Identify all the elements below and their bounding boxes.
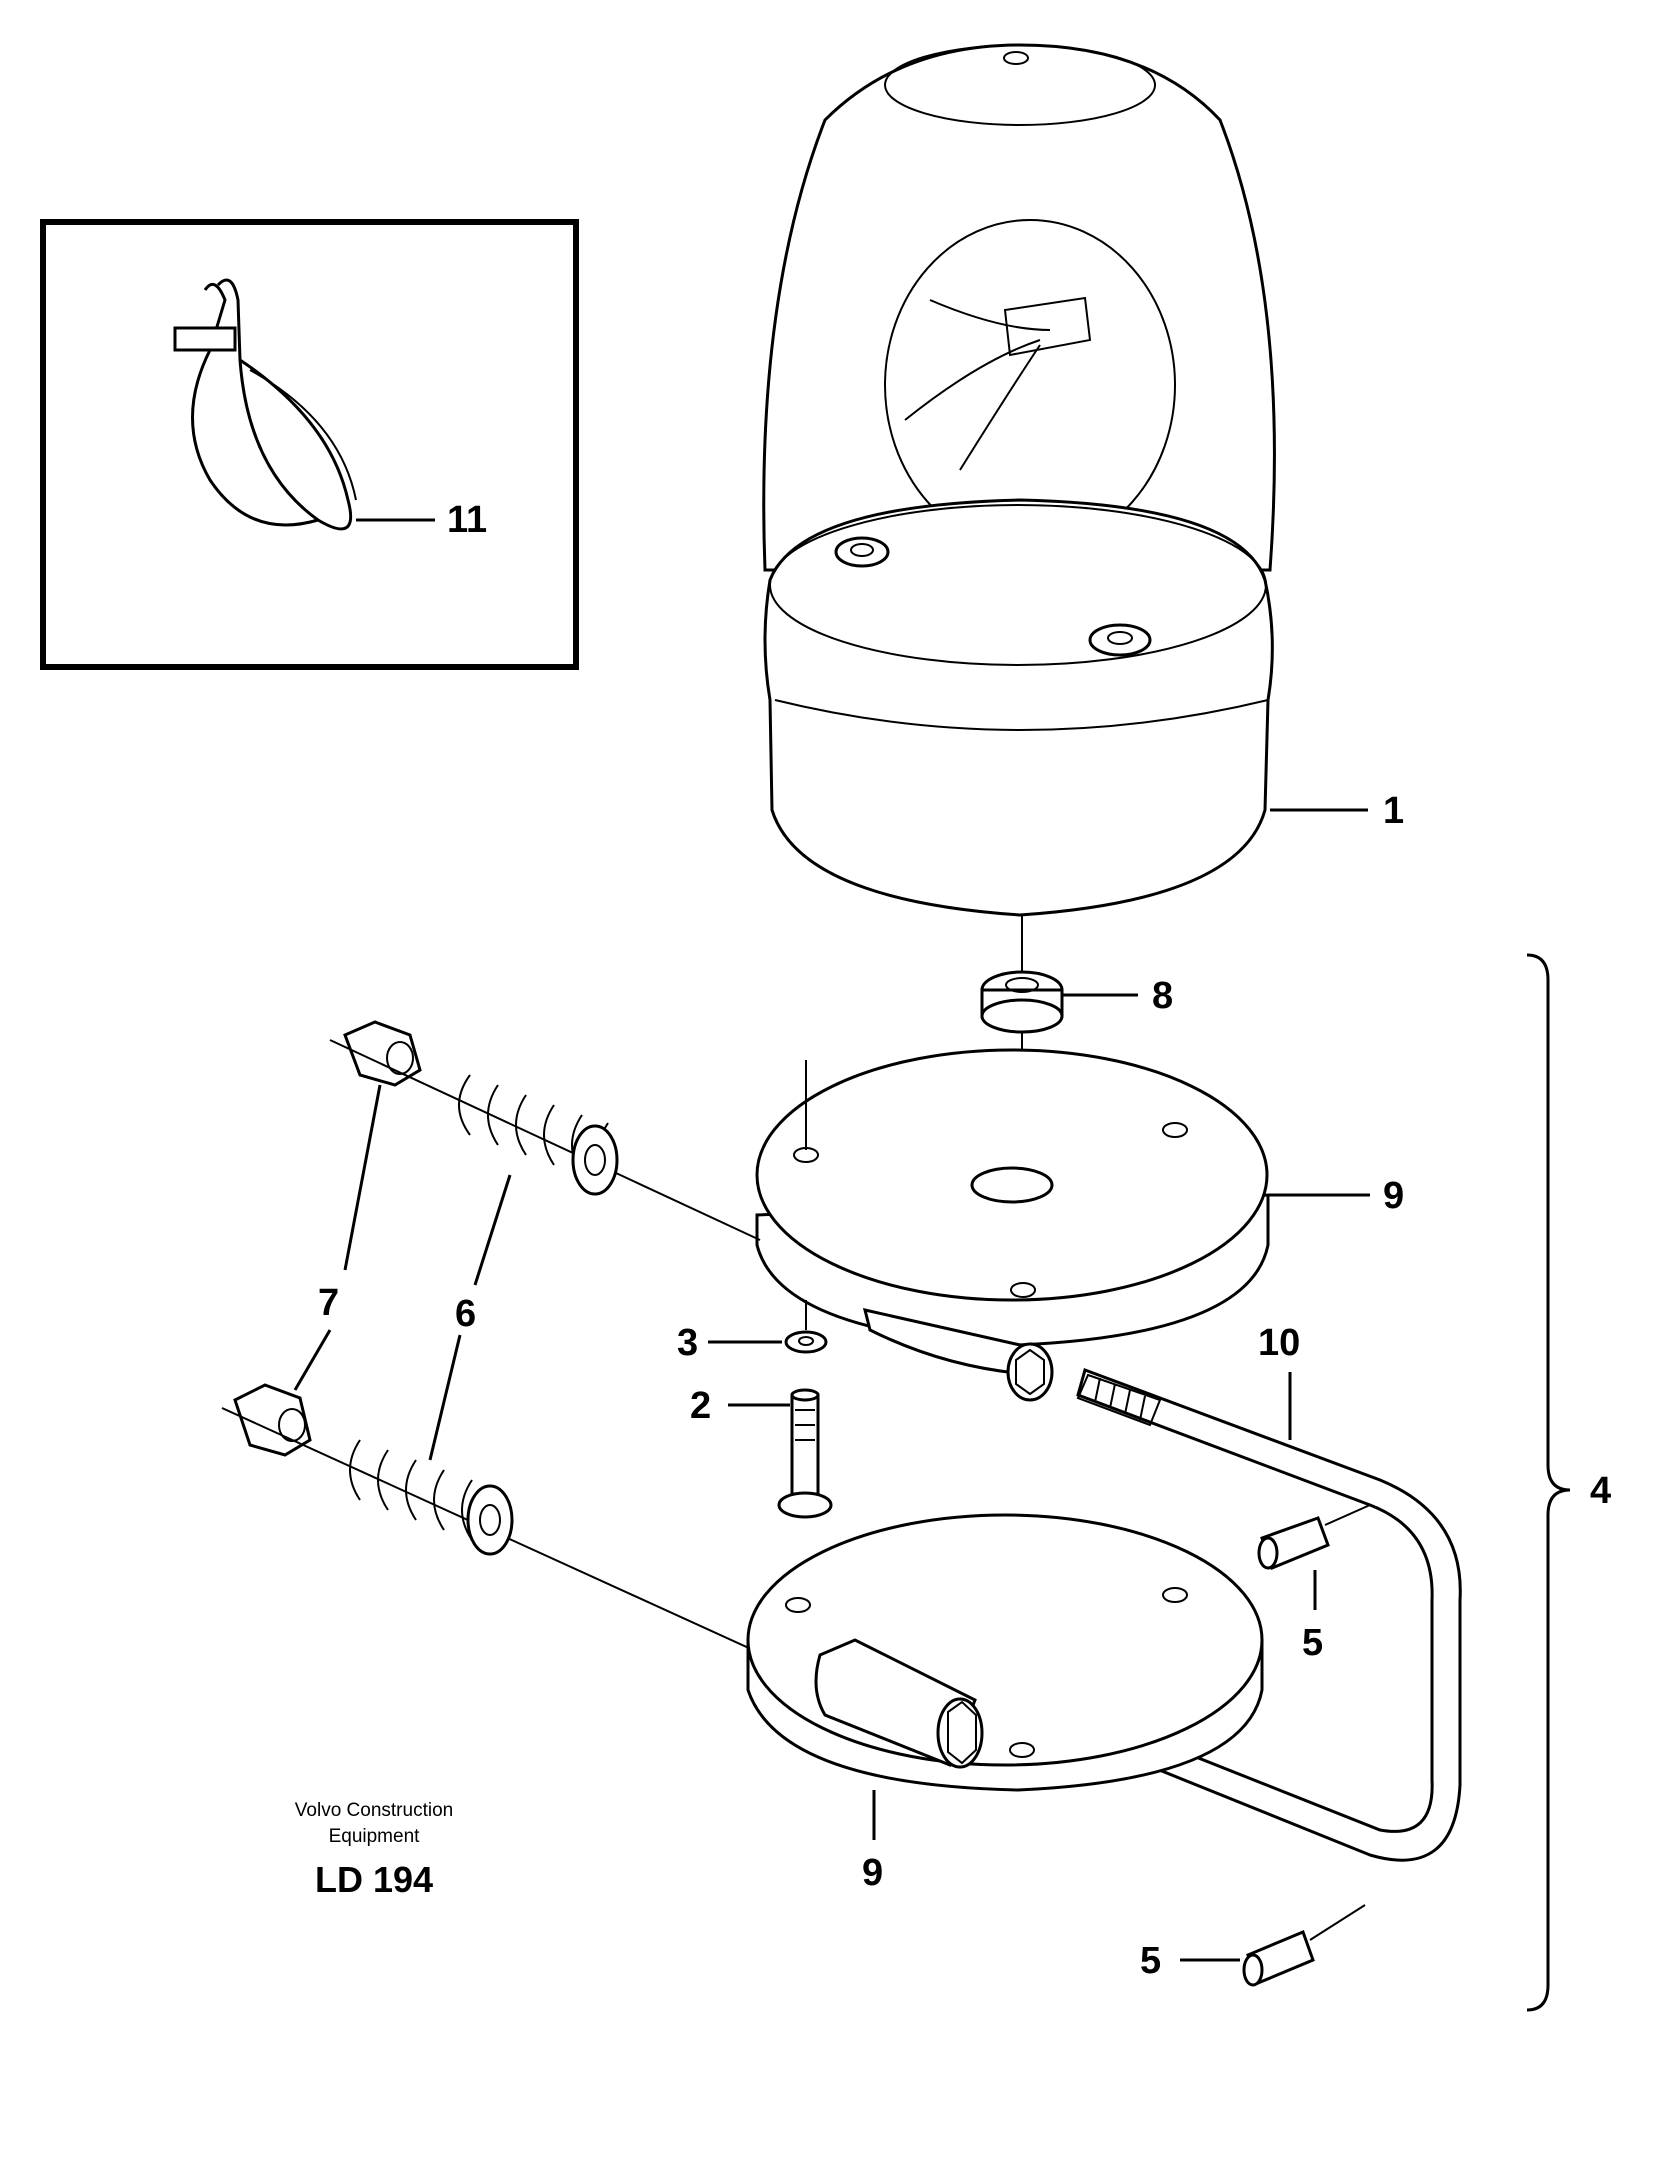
- callout-6: 6: [455, 1293, 476, 1335]
- spring-icon: [349, 1439, 514, 1556]
- callout-9a: 9: [1383, 1175, 1404, 1217]
- nut-icon: [233, 1383, 312, 1457]
- spring-icon: [458, 1074, 619, 1196]
- callout-7: 7: [318, 1282, 339, 1324]
- bolt-icon: [777, 1388, 833, 1519]
- callout-1: 1: [1383, 790, 1404, 832]
- callout-8: 8: [1152, 975, 1173, 1017]
- callout-5b: 5: [1140, 1940, 1161, 1982]
- mounting-plate-icon: [755, 1048, 1270, 1377]
- nut-icon: [343, 1020, 422, 1087]
- pin-icon: [1257, 1504, 1371, 1570]
- brand-line-1: Volvo Construction: [295, 1800, 453, 1821]
- callout-9b: 9: [862, 1852, 883, 1894]
- callout-2: 2: [690, 1385, 711, 1427]
- callout-5a: 5: [1302, 1622, 1323, 1664]
- cable-tie-icon: [173, 278, 357, 531]
- mounting-plate-icon: [746, 1513, 1264, 1792]
- washer-icon: [784, 1330, 828, 1354]
- rotating-beacon-icon: [762, 43, 1276, 917]
- grommet-icon: [980, 970, 1064, 1034]
- callout-10: 10: [1258, 1322, 1300, 1364]
- callout-3: 3: [677, 1322, 698, 1364]
- callout-11: 11: [447, 499, 487, 541]
- u-bolt-icon: [1006, 1342, 1462, 1862]
- brand-line-2: Equipment: [329, 1826, 421, 1847]
- drawing-code: LD 194: [315, 1859, 433, 1900]
- callout-4: 4: [1590, 1470, 1611, 1512]
- cable-tie-inset: 11: [40, 219, 579, 670]
- assembly-brace: [1526, 953, 1571, 2012]
- pin-icon: [1242, 1904, 1366, 1987]
